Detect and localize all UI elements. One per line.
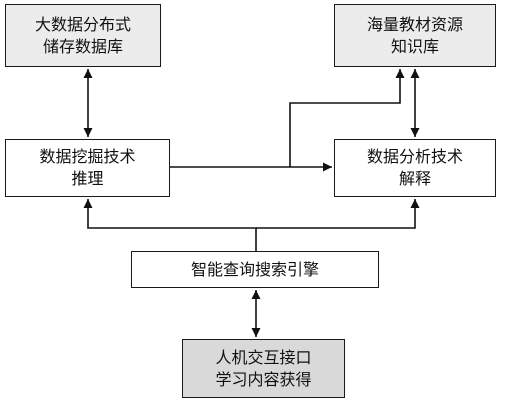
node-label-line-1: 数据分析技术 <box>366 147 463 166</box>
edge-search-analysis <box>256 199 420 229</box>
edge-mining-resource <box>289 69 405 167</box>
node-label-line-1: 人机交互接口 <box>215 347 312 367</box>
data-analysis-node: 数据分析技术 解释 <box>334 139 496 197</box>
node-label-line-2: 储存数据库 <box>42 36 123 56</box>
human-computer-interface-node: 人机交互接口 学习内容获得 <box>182 339 345 398</box>
node-label-line-1: 智能查询搜索引擎 <box>190 259 319 279</box>
node-label-line-1: 大数据分布式 <box>34 14 131 34</box>
distributed-storage-node: 大数据分布式 储存数据库 <box>5 4 161 67</box>
node-label-line-2: 解释 <box>398 169 431 188</box>
data-mining-node: 数据挖掘技术 推理 <box>5 139 170 197</box>
node-label-line-2: 学习内容获得 <box>215 369 312 389</box>
search-engine-node: 智能查询搜索引擎 <box>131 251 379 288</box>
node-label-line-1: 海量教材资源 <box>366 14 463 34</box>
node-label-line-1: 数据挖掘技术 <box>39 147 136 166</box>
node-label-line-2: 知识库 <box>390 36 439 56</box>
node-label-line-2: 推理 <box>71 169 104 188</box>
edge-search-mining <box>83 199 257 251</box>
teaching-resource-node: 海量教材资源 知识库 <box>334 4 496 67</box>
